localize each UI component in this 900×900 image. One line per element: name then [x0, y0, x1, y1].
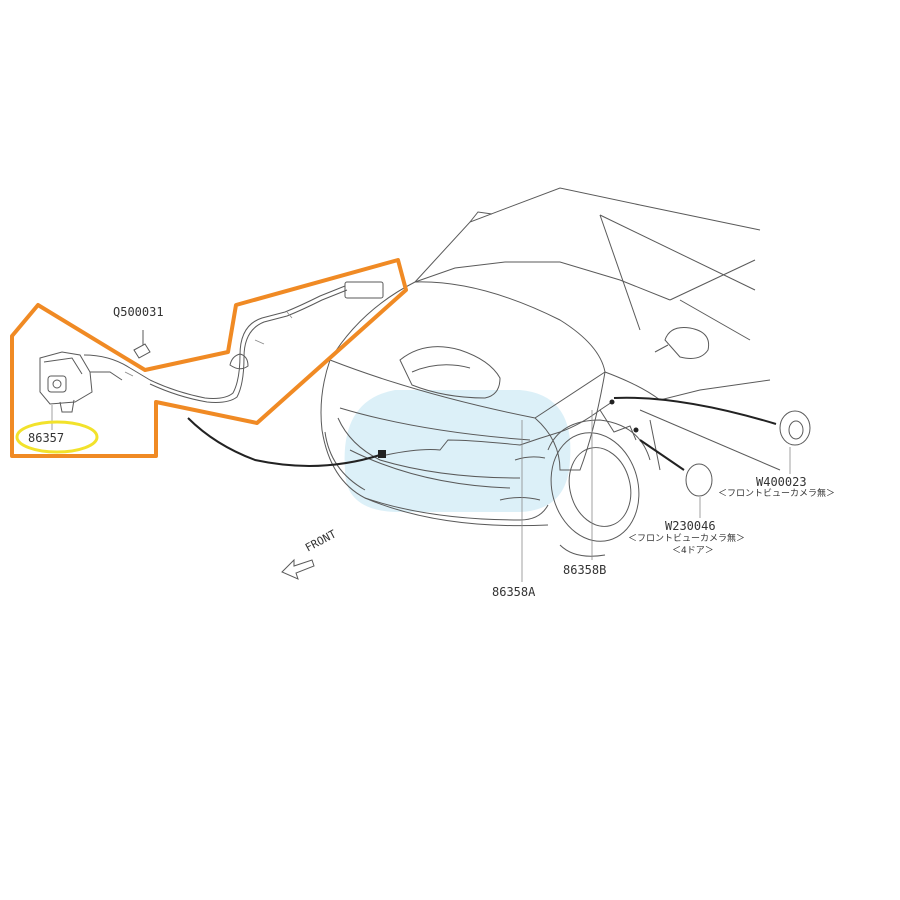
grommet-b-note-2: ＜4ドア＞ — [672, 546, 714, 556]
part-label-bolt[interactable]: Q500031 — [113, 305, 164, 319]
grommet-w400023-shape — [779, 410, 811, 446]
leader-lines — [51, 405, 791, 582]
watermark-logo — [344, 390, 571, 512]
part-number-circle — [15, 420, 99, 454]
harness-lines — [187, 396, 777, 471]
grommet-a-note: ＜フロントビューカメラ無＞ — [718, 489, 836, 499]
grommet-w230046-shape — [685, 463, 713, 497]
part-label-harness-b[interactable]: 86358B — [563, 563, 607, 577]
part-label-camera[interactable]: 86357 — [28, 431, 65, 445]
part-label-harness-a[interactable]: 86358A — [492, 585, 536, 599]
highlight-outline — [10, 258, 408, 458]
front-arrow-icon — [281, 558, 315, 580]
camera-assembly — [39, 281, 384, 413]
part-label-grommet-a[interactable]: W400023 — [756, 475, 807, 489]
part-label-grommet-b[interactable]: W230046 — [665, 519, 716, 533]
grommet-b-note-1: ＜フロントビューカメラ無＞ — [628, 534, 746, 544]
